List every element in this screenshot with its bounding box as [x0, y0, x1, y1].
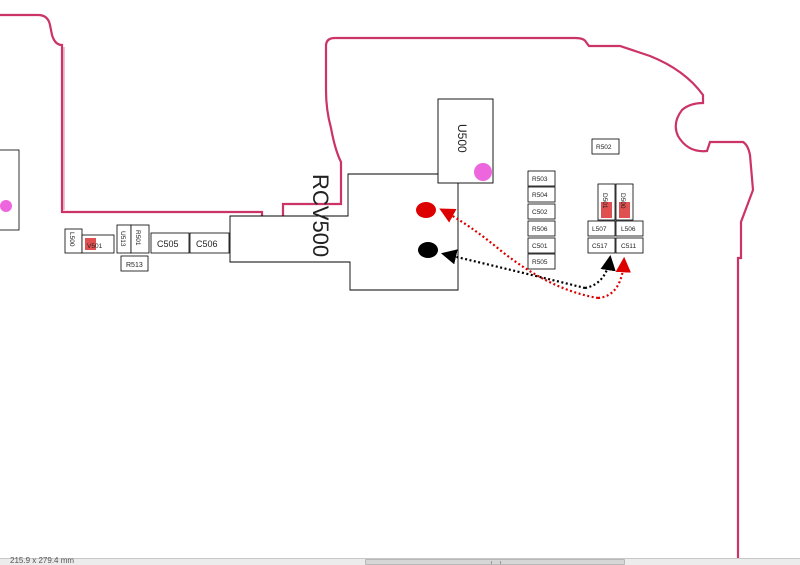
r501-label: R501 [134, 230, 141, 246]
u513-label: U513 [119, 231, 126, 247]
c501-outline [527, 237, 556, 254]
c506-outline [189, 232, 230, 254]
black-dotted-arrow-to-marker [441, 249, 586, 290]
l506-outline [615, 220, 644, 237]
c505-outline [150, 232, 190, 254]
c506-label: C506 [196, 239, 218, 249]
status-bar: 215.9 x 279.4 mm [0, 556, 800, 565]
l507-label: L507 [592, 226, 607, 233]
c501-label: C501 [532, 243, 548, 250]
black-marker [418, 242, 438, 258]
r513-label: R513 [126, 262, 143, 269]
u500-label: U500 [455, 124, 469, 153]
red-dotted-arrow-to-c511 [597, 256, 632, 300]
l507-outline [587, 220, 616, 237]
c517-label: C517 [592, 243, 608, 250]
red-dotted-arrow-to-marker [439, 208, 599, 300]
r502-outline [591, 138, 620, 155]
c502-outline [527, 203, 556, 220]
r503-label: R503 [532, 176, 548, 183]
v501-highlight [85, 238, 96, 250]
c511-label: C511 [621, 243, 636, 250]
left-edge-component [0, 149, 20, 231]
r503-outline [527, 170, 556, 187]
v501-label: V501 [87, 243, 103, 250]
c511-outline [615, 237, 644, 254]
r504-label: R504 [532, 192, 548, 199]
r501-outline [130, 224, 150, 254]
pink-pad-u500 [474, 163, 492, 181]
page-size-readout: 215.9 x 279.4 mm [10, 556, 75, 565]
r513-outline [120, 255, 149, 272]
r505-outline [527, 253, 556, 270]
pink-pad-left [0, 200, 12, 212]
scrollbar-grip-icon[interactable] [491, 561, 501, 564]
red-marker [416, 202, 436, 218]
d501-label: D501 [601, 193, 608, 209]
r506-outline [527, 220, 556, 237]
black-dotted-arrow-to-c517 [584, 254, 616, 290]
r505-label: R505 [532, 259, 548, 266]
d500-label: D500 [619, 193, 626, 209]
c505-label: C505 [157, 239, 179, 249]
rcv500-outline [229, 173, 459, 291]
l500-label: L500 [68, 232, 75, 247]
board-outline-left [0, 13, 755, 558]
r506-label: R506 [532, 226, 548, 233]
d500-highlight [619, 202, 630, 218]
c502-label: C502 [532, 209, 548, 216]
d501-highlight [601, 202, 612, 218]
l506-label: L506 [621, 226, 636, 233]
r504-outline [527, 186, 556, 203]
rcv500-label: RCV500 [308, 174, 333, 257]
r502-label: R502 [596, 144, 612, 151]
horizontal-scrollbar[interactable] [365, 559, 625, 565]
c517-outline [587, 237, 616, 254]
